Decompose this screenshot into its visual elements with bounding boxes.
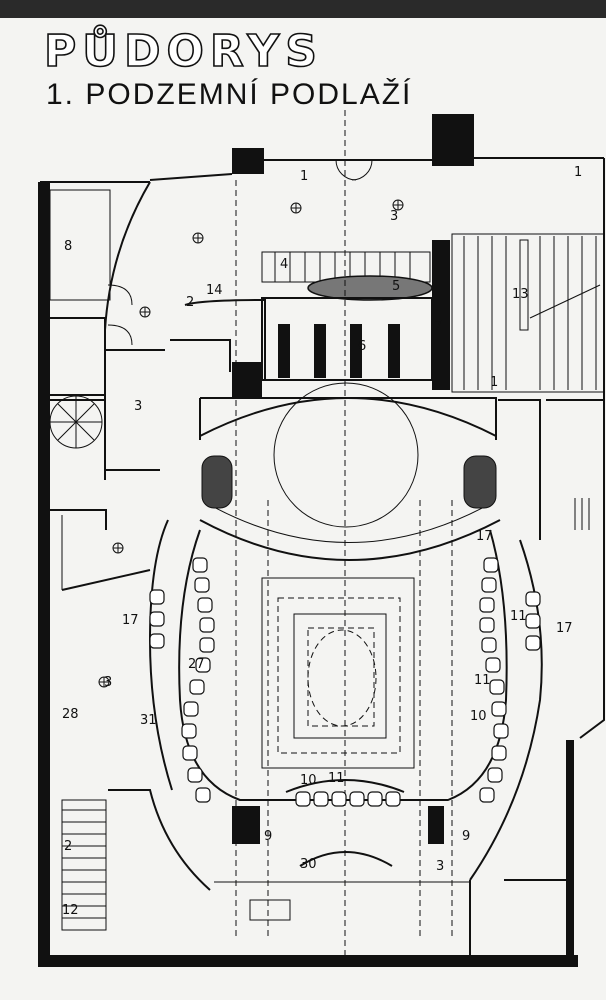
outer-walls — [38, 114, 605, 967]
room-label-4: 4 — [280, 257, 288, 272]
right-lower-zone — [249, 399, 605, 960]
room-label-10b: 10 — [470, 709, 487, 724]
room-label-31: 31 — [140, 713, 157, 728]
room-label-3b: 3 — [134, 399, 142, 414]
room-label-27: 27 — [188, 657, 205, 672]
room-label-3d: 3 — [436, 859, 444, 874]
plan-title: PŮDORYS — [44, 24, 323, 77]
column-markers — [98, 199, 404, 688]
room-label-11b: 11 — [474, 673, 491, 688]
room-label-28: 28 — [62, 707, 79, 722]
plan-subtitle: 1. PODZEMNÍ PODLAŽÍ — [46, 78, 412, 111]
room-label-8: 8 — [64, 239, 72, 254]
room-label-17b: 17 — [476, 529, 493, 544]
room-label-12: 12 — [62, 903, 79, 918]
room-label-17a: 17 — [122, 613, 139, 628]
room-label-6: 6 — [358, 339, 366, 354]
room-label-9a: 9 — [264, 829, 272, 844]
stage-area — [199, 382, 501, 561]
room-label-14: 14 — [206, 283, 223, 298]
room-label-17c: 17 — [556, 621, 573, 636]
room-label-1b: 1 — [574, 165, 582, 180]
upper-zone — [107, 159, 601, 397]
left-rooms — [44, 189, 211, 931]
room-label-3a: 3 — [390, 209, 398, 224]
room-label-1c: 1 — [490, 375, 498, 390]
room-label-13: 13 — [512, 287, 529, 302]
room-label-10a: 10 — [300, 773, 317, 788]
room-label-11c: 11 — [510, 609, 527, 624]
room-label-2a: 2 — [186, 295, 194, 310]
room-label-5: 5 — [392, 279, 400, 294]
room-label-1a: 1 — [300, 169, 308, 184]
room-label-11a: 11 — [328, 771, 345, 786]
room-label-2b: 2 — [64, 839, 72, 854]
room-label-9b: 9 — [462, 829, 470, 844]
room-label-30: 30 — [300, 857, 317, 872]
top-border — [0, 0, 606, 18]
room-label-7: 7 — [434, 319, 442, 334]
room-labels: 1 1 1 2 2 3 3 3 3 4 5 6 7 8 9 9 10 10 11… — [62, 165, 582, 918]
room-label-3c: 3 — [104, 675, 112, 690]
auditorium — [148, 519, 543, 883]
